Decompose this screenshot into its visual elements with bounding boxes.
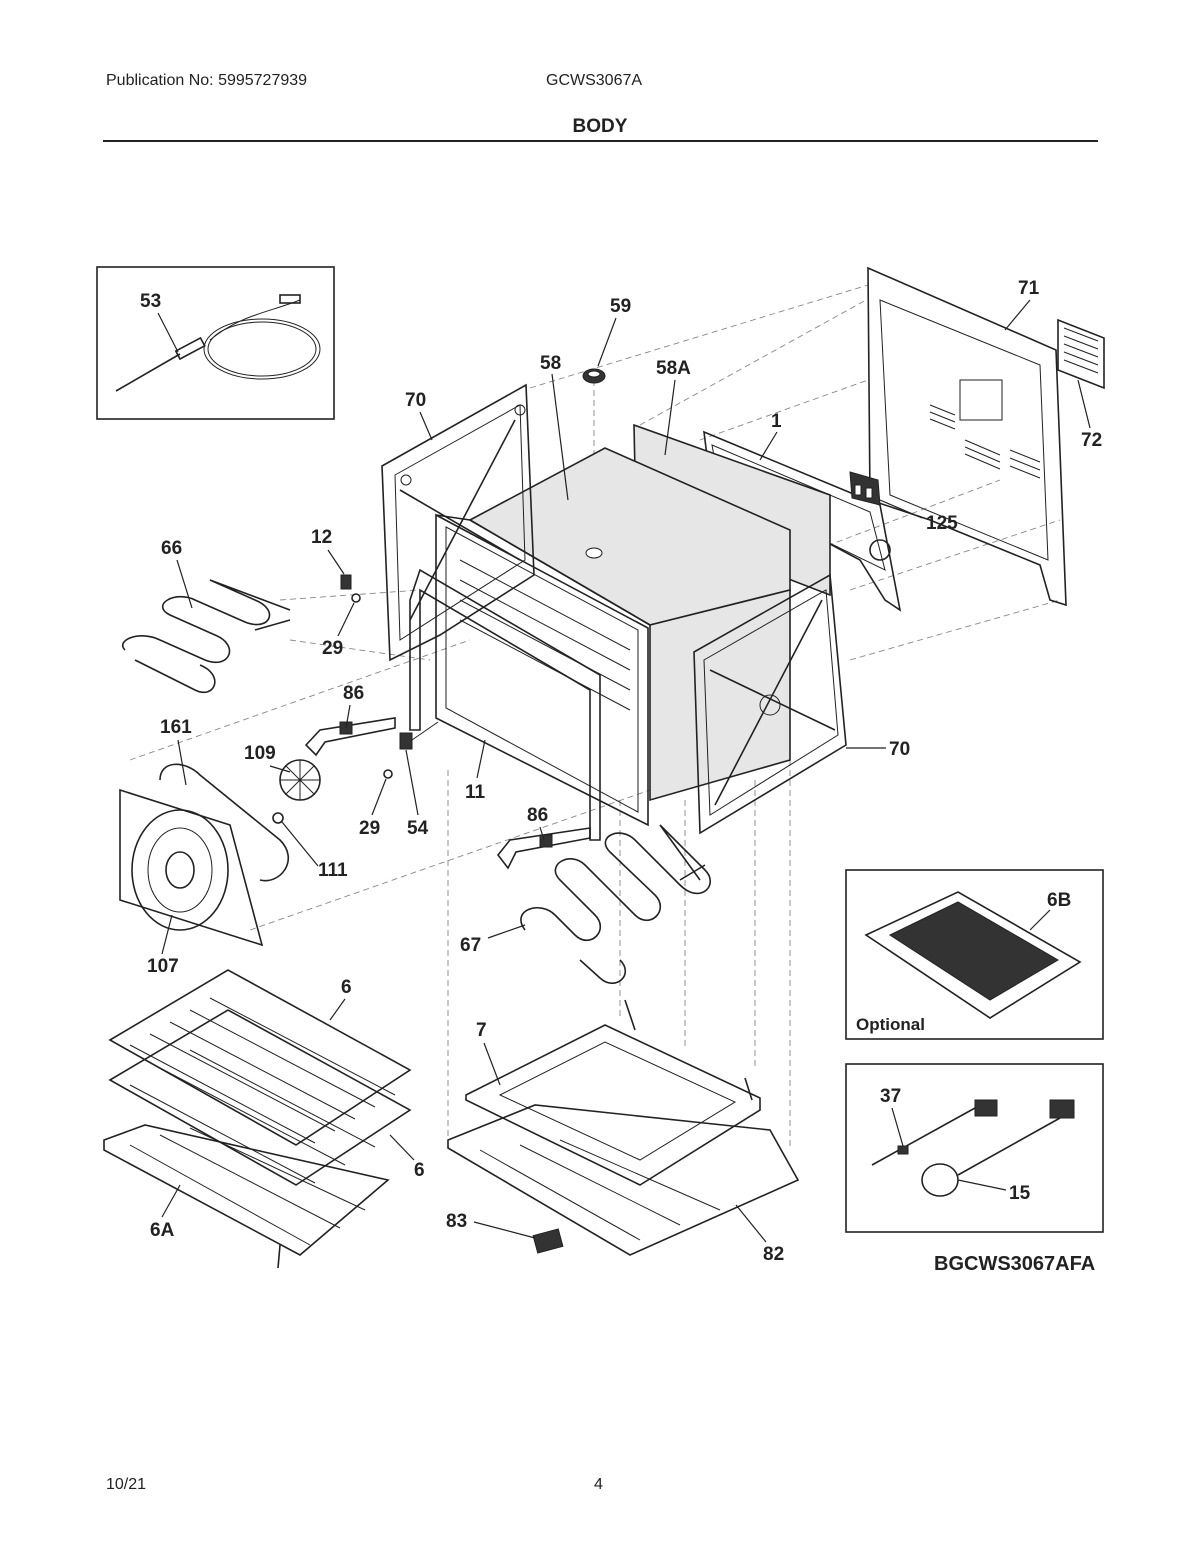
fan-heater-part[interactable] xyxy=(159,763,289,882)
callout-29-upper: 29 xyxy=(322,638,343,659)
convection-fan-housing-part[interactable] xyxy=(119,788,264,947)
vent-grille-part[interactable] xyxy=(1057,318,1105,390)
callout-82: 82 xyxy=(763,1244,784,1265)
drawing-code: BGCWS3067AFA xyxy=(934,1253,1095,1275)
callout-6b: 6B xyxy=(1047,890,1071,911)
water-valve-part[interactable] xyxy=(921,1099,1075,1197)
fan-blade-part[interactable] xyxy=(279,759,321,801)
oven-rack-middle-part[interactable] xyxy=(108,1009,412,1186)
screw-part-lower[interactable] xyxy=(383,769,393,779)
callout-70-bottom: 70 xyxy=(889,739,910,760)
inset-box-optional: Optional xyxy=(845,869,1104,1040)
publication-date: 10/21 xyxy=(106,1476,147,1493)
back-panel-part[interactable] xyxy=(867,266,1067,607)
callout-59: 59 xyxy=(610,296,631,317)
callout-70-top: 70 xyxy=(405,390,426,411)
callout-66: 66 xyxy=(161,538,182,559)
callout-83: 83 xyxy=(446,1211,467,1232)
callout-7: 7 xyxy=(476,1020,487,1041)
lamp-socket-part[interactable] xyxy=(340,574,352,590)
base-pan-part[interactable] xyxy=(447,1104,800,1256)
callout-1: 1 xyxy=(771,411,782,432)
oven-cavity-part[interactable] xyxy=(409,513,651,841)
callout-58a: 58A xyxy=(656,358,691,379)
publication-number: Publication No: 5995727939 xyxy=(106,72,308,89)
mounting-clip-part[interactable] xyxy=(532,1228,564,1254)
callout-161: 161 xyxy=(160,717,192,738)
oven-rack-upper-part[interactable] xyxy=(108,969,412,1146)
callout-29-lower: 29 xyxy=(359,818,380,839)
inset-box-sensor xyxy=(845,1063,1104,1233)
fan-nut-part[interactable] xyxy=(272,812,284,824)
callout-67: 67 xyxy=(460,935,481,956)
lamp-assembly-part[interactable] xyxy=(399,721,439,750)
callout-54: 54 xyxy=(407,818,429,839)
projection-lines xyxy=(129,284,1061,1150)
temperature-sensor-part[interactable] xyxy=(871,1099,998,1166)
bottom-panel-part[interactable] xyxy=(465,999,761,1186)
callout-12: 12 xyxy=(311,527,332,548)
callout-53: 53 xyxy=(140,291,161,312)
oven-rack-bottom-part[interactable] xyxy=(103,1124,390,1269)
model-number: GCWS3067A xyxy=(546,72,643,89)
callout-86-upper: 86 xyxy=(343,683,364,704)
callout-107: 107 xyxy=(147,956,179,977)
section-title: BODY xyxy=(572,116,628,137)
callout-86-lower: 86 xyxy=(527,805,548,826)
sensor-bracket-upper-part[interactable] xyxy=(304,717,396,757)
callout-109: 109 xyxy=(244,743,276,764)
callout-71: 71 xyxy=(1018,278,1040,299)
callout-125: 125 xyxy=(926,513,958,534)
callout-6a: 6A xyxy=(150,1220,175,1241)
left-side-panel-part[interactable] xyxy=(381,383,535,662)
inset-box-probe: 53 xyxy=(96,266,335,420)
page-number: 4 xyxy=(594,1476,603,1493)
callout-58: 58 xyxy=(540,353,561,374)
terminal-block-part[interactable] xyxy=(849,471,881,506)
callout-11: 11 xyxy=(465,782,486,803)
callout-37: 37 xyxy=(880,1086,901,1107)
header-divider xyxy=(103,140,1098,142)
vent-cap-part[interactable] xyxy=(582,368,606,384)
optional-label: Optional xyxy=(856,1015,925,1034)
callout-111: 111 xyxy=(318,860,348,881)
callout-72: 72 xyxy=(1081,430,1102,451)
griddle-pan-part[interactable] xyxy=(864,891,1082,1019)
screw-part-upper[interactable] xyxy=(351,593,361,603)
callout-6-lower: 6 xyxy=(414,1160,425,1181)
callout-15: 15 xyxy=(1009,1183,1031,1204)
right-side-panel-part[interactable] xyxy=(693,573,847,835)
sensor-bracket-lower-part[interactable] xyxy=(496,827,591,870)
meat-probe-part[interactable] xyxy=(115,294,321,392)
callout-6-upper: 6 xyxy=(341,977,352,998)
broil-element-part[interactable] xyxy=(122,579,291,693)
bake-element-part[interactable] xyxy=(520,824,711,984)
oven-wrap-insulation-part[interactable] xyxy=(468,447,791,802)
